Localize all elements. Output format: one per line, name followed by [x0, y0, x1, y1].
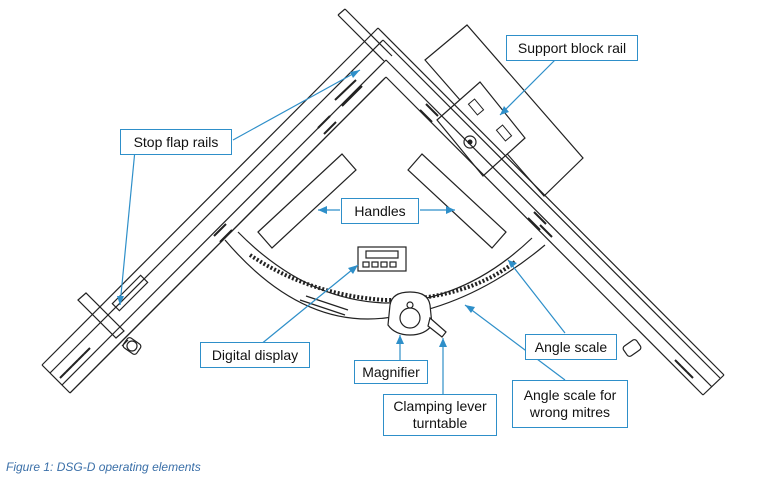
right-knob [622, 339, 642, 357]
angle-scale-wrong-line2: wrong mitres [529, 404, 611, 420]
left-knob [122, 337, 142, 355]
digital-display-device [357, 246, 407, 272]
angle-scale-wrong-line1: Angle scale for [523, 387, 617, 403]
figure-caption: Figure 1: DSG-D operating elements [6, 460, 201, 474]
label-digital-display: Digital display [200, 342, 310, 368]
arm-scale-ticks [59, 79, 694, 379]
right-arm [377, 27, 725, 396]
turntable-arc [224, 231, 546, 320]
label-magnifier: Magnifier [354, 360, 428, 384]
left-extension-bar [337, 8, 393, 62]
label-handles: Handles [341, 198, 419, 224]
label-angle-scale: Angle scale [525, 334, 617, 360]
lower-stop-flap [77, 274, 149, 352]
magnifier-body [387, 291, 447, 338]
label-support-block-rail: Support block rail [506, 35, 638, 61]
clamping-lever-line1: Clamping lever [393, 398, 487, 414]
label-clamping-lever-turntable: Clamping lever turntable [383, 394, 497, 436]
leader-arrowheads [117, 70, 517, 347]
leader-lines [119, 59, 566, 395]
handle-left [257, 153, 357, 249]
label-stop-flap-rails: Stop flap rails [120, 129, 232, 155]
handle-right [407, 153, 507, 249]
label-angle-scale-wrong-mitres: Angle scale for wrong mitres [512, 380, 628, 428]
clamping-lever-line2: turntable [412, 415, 468, 431]
